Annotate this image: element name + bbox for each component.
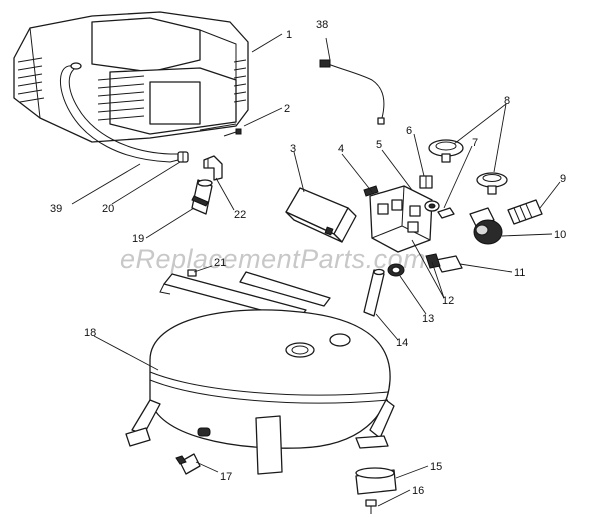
callout-13: 13	[422, 313, 434, 325]
callout-17: 17	[220, 471, 232, 483]
callout-14: 14	[396, 337, 408, 349]
part-18-tank	[125, 309, 395, 475]
part-6-fitting	[419, 175, 433, 189]
callout-12: 12	[442, 295, 454, 307]
callout-9: 9	[560, 173, 566, 185]
callout-15: 15	[430, 461, 442, 473]
callout-16: 16	[412, 485, 424, 497]
callout-7: 7	[472, 137, 478, 149]
part-9-quick-fitting	[507, 199, 543, 225]
watermark-text: eReplacementParts.com	[120, 244, 426, 274]
callout-1: 1	[286, 29, 292, 41]
callout-8: 8	[504, 95, 510, 107]
callout-39: 39	[50, 203, 62, 215]
callout-6: 6	[406, 125, 412, 137]
part-22-elbow	[203, 155, 223, 181]
part-4-pressure-switch	[363, 185, 433, 253]
callout-21: 21	[214, 257, 226, 269]
part-20-fitting	[177, 151, 189, 163]
part-1-shroud	[13, 11, 249, 143]
part-13-nut	[387, 263, 405, 277]
part-7-tube	[437, 207, 455, 219]
callout-38: 38	[316, 19, 328, 31]
callout-19: 19	[132, 233, 144, 245]
callout-18: 18	[84, 327, 96, 339]
part-10-regulator	[469, 207, 503, 245]
callout-20: 20	[102, 203, 114, 215]
callout-11: 11	[514, 267, 525, 279]
part-17-drain-valve	[175, 453, 201, 475]
part-39-hose	[59, 62, 179, 163]
leader-lines	[71, 33, 561, 507]
callout-10: 10	[554, 229, 566, 241]
part-21-bracket	[159, 269, 331, 327]
part-3-switch-box	[285, 187, 357, 243]
part-2-screw	[223, 128, 242, 137]
part-19-coupler	[191, 179, 213, 215]
part-16-screw	[365, 499, 377, 514]
callout-22: 22	[234, 209, 246, 221]
callout-2: 2	[284, 103, 290, 115]
part-15-foot	[355, 467, 397, 495]
part-38-wire	[319, 59, 385, 125]
part-11-valve	[425, 253, 463, 273]
part-5-fitting	[424, 200, 440, 212]
callout-4: 4	[338, 143, 344, 155]
callout-3: 3	[290, 143, 296, 155]
part-14-tube	[363, 268, 385, 317]
callout-labels: 1 2 3 4 5 6 7 8 9 10 11 12 13 14 15 16 1…	[50, 19, 566, 497]
part-8-gauges	[428, 139, 508, 195]
callout-5: 5	[376, 139, 382, 151]
